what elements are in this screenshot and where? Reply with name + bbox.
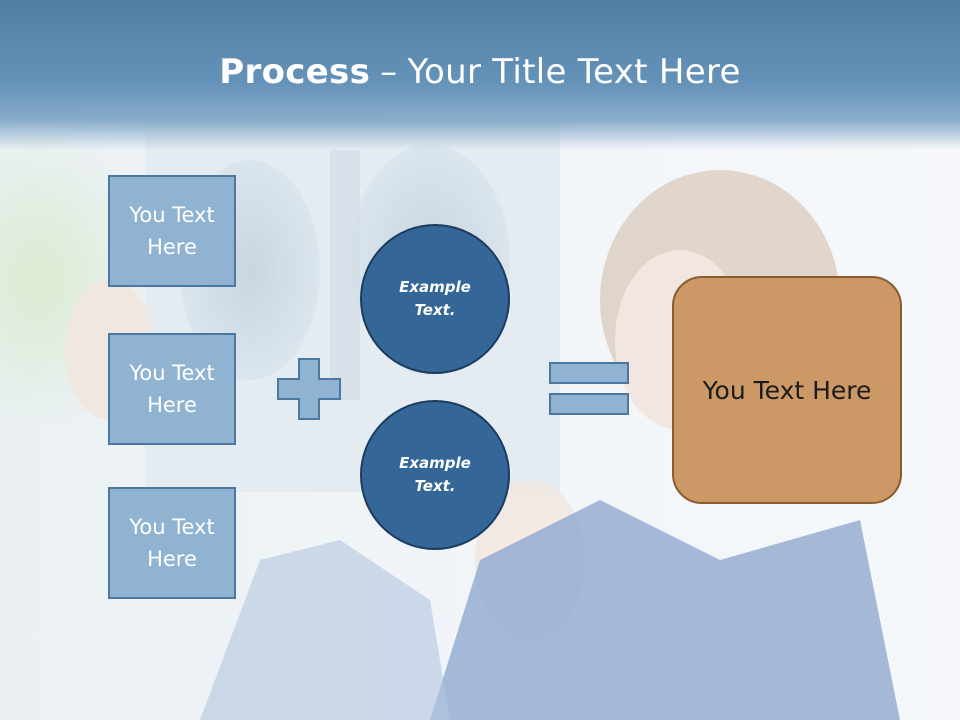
title-rest: Your Title Text Here bbox=[407, 52, 741, 92]
result-label: You Text Here bbox=[702, 375, 872, 405]
circle-label: Example Text. bbox=[399, 278, 471, 319]
example-circle-1[interactable]: Example Text. bbox=[360, 224, 510, 374]
left-text-box-3[interactable]: You Text Here bbox=[108, 487, 236, 599]
left-text-box-1[interactable]: You Text Here bbox=[108, 175, 236, 287]
result-text-box[interactable]: You Text Here bbox=[672, 276, 902, 504]
plus-icon bbox=[277, 358, 341, 420]
slide-title: Process–Your Title Text Here bbox=[0, 52, 960, 92]
left-text-box-label: You Text Here bbox=[129, 203, 215, 259]
title-band bbox=[0, 0, 960, 150]
circle-label: Example Text. bbox=[399, 454, 471, 495]
example-circle-2[interactable]: Example Text. bbox=[360, 400, 510, 550]
left-text-box-label: You Text Here bbox=[129, 515, 215, 571]
title-separator: – bbox=[380, 52, 398, 92]
left-text-box-label: You Text Here bbox=[129, 361, 215, 417]
left-text-box-2[interactable]: You Text Here bbox=[108, 333, 236, 445]
equals-icon bbox=[549, 362, 629, 415]
title-bold: Process bbox=[219, 52, 371, 92]
